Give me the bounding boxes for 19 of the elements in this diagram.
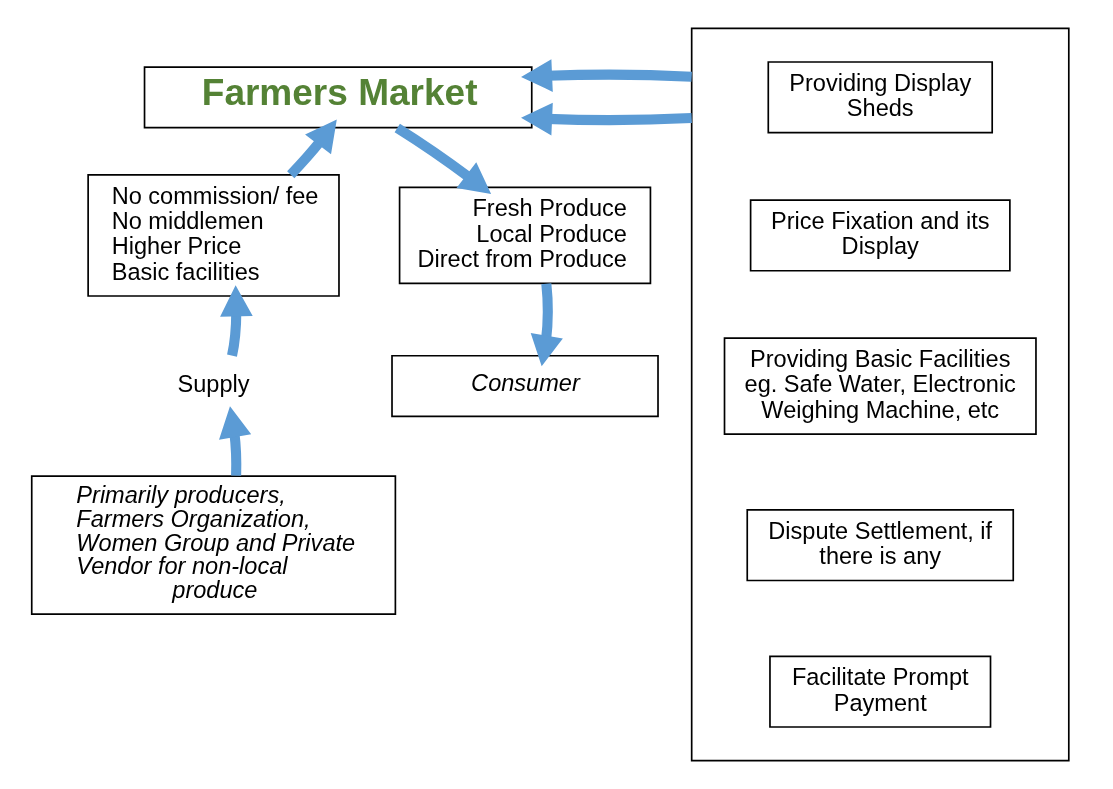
arrow — [394, 123, 491, 194]
arrow — [520, 59, 692, 92]
node-box: Providing Display Sheds — [766, 61, 993, 134]
node-box: Dispute Settlement, if there is any — [745, 509, 1014, 582]
arrow — [520, 102, 692, 136]
node-box: Providing Basic Facilities eg. Safe Water, Electronic Weighing Machine, etc — [723, 337, 1037, 435]
node-box: No commission/ fee No middlemen Higher Price Basic facilities — [86, 173, 340, 297]
node-text: Supply — [177, 371, 250, 398]
arrow — [219, 285, 253, 357]
arrow — [286, 119, 337, 179]
cluster — [690, 27, 1070, 762]
node-box: Primarily producers, Farmers Organization, Women Group and Private Vendor for non-local produce — [30, 475, 396, 616]
node-box: Price Fixation and its Display — [749, 199, 1011, 272]
node-box: Fresh Produce Local Produce Direct from Produce — [398, 186, 651, 285]
node-box: Facilitate Prompt Payment — [768, 655, 991, 728]
arrow — [218, 406, 251, 476]
arrow — [530, 283, 563, 367]
node-box: Consumer — [390, 354, 659, 418]
node-box: Farmers Market — [143, 66, 533, 129]
